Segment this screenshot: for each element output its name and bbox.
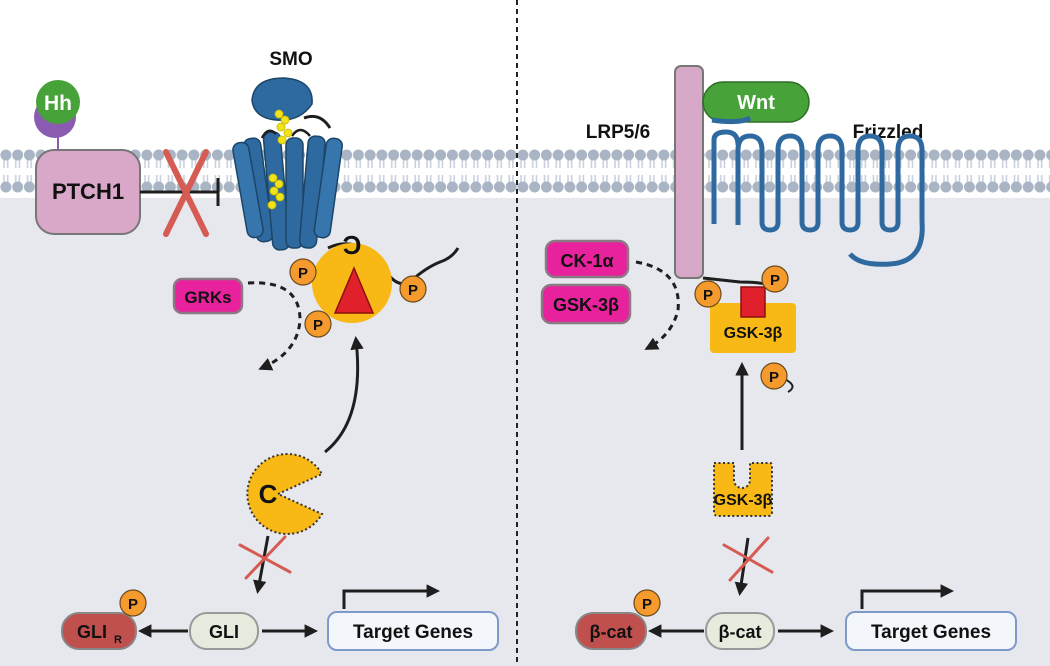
cholesterol-molecules [267,109,293,210]
wnt-target-genes: Target Genes [845,611,1017,651]
gli-r-label: GLI [77,622,107,642]
gsk3b-free-protein: GSK-3β [713,462,773,517]
svg-text:P: P [408,282,418,299]
lrp56-label: LRP5/6 [586,122,650,143]
gli-r-phospho: P [119,589,147,617]
bcat-p-phospho: P [633,589,661,617]
grk-phosphorylation-arrow [247,281,302,371]
ptch1-inhibition [140,178,220,206]
hh-transcription-arrow [342,584,441,609]
ck1a-kinase: CK-1α [544,239,630,279]
wnt-target-label: Target Genes [871,622,991,643]
lrp56-receptor [674,65,704,279]
gsk3b-bound-protein: GSK-3β [710,303,796,353]
svg-text:P: P [313,317,323,334]
gsk3b-tag-label: GSK-3β [553,295,619,315]
inhibition-blocked-cross [163,149,209,237]
gli-label: GLI [209,622,239,642]
wnt-phospho-site-2: P [761,265,789,293]
svg-text:P: P [298,265,308,282]
svg-text:P: P [128,596,138,613]
bcat-label: β-cat [719,622,762,642]
lrp-ppsp-motif [740,286,766,318]
gli-r-subscript: R [114,634,122,646]
svg-text:P: P [642,596,652,613]
svg-text:P: P [703,287,713,304]
bcat-phosphorylated: β-cat [575,612,647,650]
ck1a-label: CK-1α [560,251,613,271]
bcat-blocked-cross [722,536,774,582]
bcat-protein: β-cat [705,612,775,650]
wnt-ligand: Wnt [702,81,810,123]
lrp-phosphorylation-arrow [635,260,680,350]
wnt-label: Wnt [737,92,775,114]
ptch1-label: PTCH1 [52,179,124,204]
frizzled-receptor [711,115,925,267]
hh-target-label: Target Genes [353,622,473,643]
gsk3b-kinase-tag: GSK-3β [540,283,632,325]
wnt-transcription-arrow [860,584,955,609]
ck1-free-label: C [259,479,278,509]
smo-label: SMO [269,49,312,70]
smo-crd-domain [251,77,313,121]
gsk3b-bound-label: GSK-3β [724,325,783,342]
phospho-site-3: P [399,275,427,303]
smo-receptor [232,77,344,251]
grks-kinase: GRKs [172,277,244,315]
hh-ligand: Hh [34,80,80,138]
gli-processing-blocked-cross [238,535,292,580]
ptch1-receptor: PTCH1 [35,149,141,235]
grks-label: GRKs [184,288,231,307]
ck1-recruitment-arrow [324,335,364,454]
gli-repressor: GLI R [61,612,137,650]
wnt-phospho-site-3: P [760,362,788,390]
cytoplasm [0,198,1050,666]
gsk3b-free-label: GSK-3β [714,492,773,509]
phospho-site-1: P [289,258,317,286]
gli-processing-arrow [253,535,270,594]
bcat-p-label: β-cat [590,622,633,642]
ck1-free-protein [246,453,324,535]
svg-text:P: P [769,369,779,386]
phospho-site-2: P [304,310,332,338]
wnt-phospho-site-1: P [694,280,722,308]
svg-text:P: P [770,272,780,289]
hh-target-genes: Target Genes [327,611,499,651]
ck1-bound-label: C [342,230,361,260]
gli-protein: GLI [189,612,259,650]
hh-label: Hh [44,92,72,115]
gli-bound-triangle [333,266,375,314]
